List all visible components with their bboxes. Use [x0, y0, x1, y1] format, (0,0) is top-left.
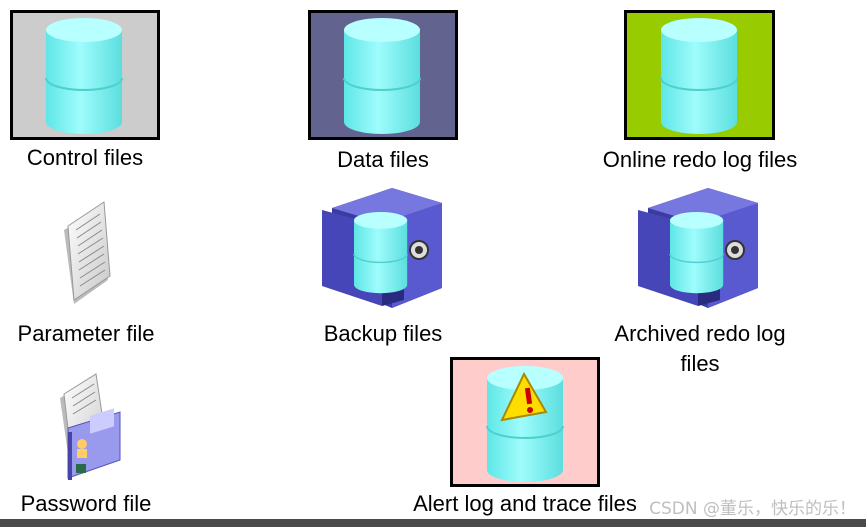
- backup-files-label: Backup files: [323, 321, 443, 346]
- backup-files-cabinet-icon: [321, 187, 443, 309]
- online-redo-log-files-label: Online redo log files: [602, 147, 798, 172]
- control-files-cylinder-icon: [45, 17, 123, 135]
- bottom-edge-bar: [0, 519, 866, 527]
- data-files-label: Data files: [337, 147, 429, 172]
- archived-redo-log-label-line2: files: [680, 351, 720, 376]
- online-redo-cylinder-icon: [660, 17, 738, 135]
- alert-log-label: Alert log and trace files: [413, 491, 637, 516]
- parameter-file-label: Parameter file: [17, 321, 155, 346]
- parameter-file-document-icon: [64, 201, 111, 304]
- warning-icon: [500, 371, 548, 422]
- archived-redo-log-label-line1: Archived redo log: [614, 321, 786, 346]
- csdn-watermark: CSDN @董乐，快乐的乐！: [649, 499, 856, 519]
- archived-redo-cabinet-icon: [637, 187, 759, 309]
- control-files-label: Control files: [26, 145, 144, 170]
- password-file-label: Password file: [20, 491, 152, 516]
- data-files-cylinder-icon: [343, 17, 421, 135]
- password-file-document-icon: [60, 373, 121, 480]
